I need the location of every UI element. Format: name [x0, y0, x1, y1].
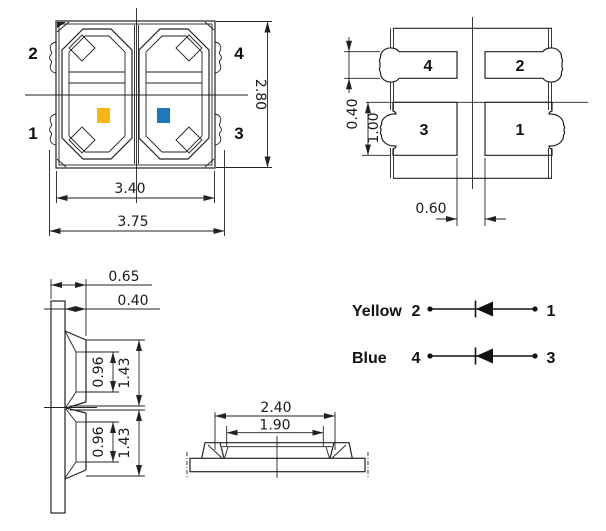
- elevation-right-cap: [329, 442, 353, 459]
- elevation-left-cap: [201, 442, 225, 459]
- bond-diamond: [68, 126, 96, 154]
- dim-cup-top: 0.96 1.43: [70, 339, 145, 407]
- pad-4: [378, 47, 458, 83]
- diode-triangle: [476, 348, 493, 364]
- circuit-pin-right: 3: [547, 350, 556, 367]
- svg-text:1.00: 1.00: [366, 112, 382, 143]
- circuit-row-yellow: Yellow 2 1: [352, 300, 556, 320]
- pad-1: [484, 101, 566, 156]
- polarity-corner-mark: [57, 22, 66, 28]
- pad-3: [379, 101, 458, 156]
- pad-label-3: 3: [420, 122, 429, 139]
- side-body: [50, 300, 66, 514]
- right-cavity: [138, 28, 210, 160]
- svg-text:3.40: 3.40: [114, 181, 145, 197]
- node-dot: [532, 353, 538, 359]
- dim-cup-outer-width: 2.40: [214, 400, 336, 450]
- dim-center-gap: 0.60: [415, 158, 506, 226]
- terminal-tabs: [49, 41, 222, 146]
- front-pin-4: 4: [234, 44, 244, 63]
- package-body-outline: [55, 20, 216, 169]
- pad-label-2: 2: [516, 58, 525, 75]
- front-pin-3: 3: [234, 124, 243, 143]
- pad-label-4: 4: [424, 58, 433, 75]
- elevation-base: [189, 457, 366, 473]
- left-cavity: [61, 28, 133, 160]
- svg-text:0.40: 0.40: [345, 98, 361, 129]
- dim-body-width: 3.40: [56, 171, 215, 203]
- package-body-inner-line: [58, 23, 213, 166]
- blue-die: [157, 108, 170, 123]
- dim-cup-bottom: 0.96 1.43: [70, 409, 145, 477]
- svg-text:1.43: 1.43: [117, 427, 133, 458]
- circuit-row-blue: Blue 4 3: [352, 347, 556, 367]
- side-cups: [64, 330, 87, 480]
- pad-2: [484, 47, 564, 83]
- pad-layout-view: 4 2 3 1 0.40 1.00 0.60: [344, 17, 588, 226]
- dim-height: 2.80: [216, 21, 272, 168]
- diode-triangle: [476, 301, 493, 317]
- dim-total-depth: 0.65: [50, 269, 152, 336]
- dim-cup-inner-width: 1.90: [226, 418, 324, 447]
- svg-text:2.80: 2.80: [252, 79, 268, 110]
- front-pin-1: 1: [28, 124, 37, 143]
- bond-diamond: [175, 126, 203, 154]
- svg-text:2.40: 2.40: [260, 400, 291, 416]
- dim-overall-width: 3.75: [49, 150, 225, 236]
- svg-text:0.60: 0.60: [415, 201, 446, 217]
- dim-large-pad-height: 1.00: [362, 102, 390, 156]
- svg-text:1.43: 1.43: [117, 357, 133, 388]
- svg-text:0.96: 0.96: [91, 356, 107, 387]
- bond-diamond: [175, 34, 203, 62]
- svg-text:0.40: 0.40: [117, 293, 148, 309]
- circuit-pin-left: 2: [412, 303, 421, 320]
- svg-text:0.96: 0.96: [91, 426, 107, 457]
- node-dot: [532, 306, 538, 312]
- svg-text:3.75: 3.75: [117, 214, 148, 230]
- svg-text:1.90: 1.90: [259, 418, 290, 434]
- polarity-circuit: Yellow 2 1 Blue 4 3: [352, 300, 556, 367]
- front-view: 2 1 4 3 3.40 3.75 2.80: [25, 8, 272, 236]
- front-elevation-view: 2.40 1.90: [186, 400, 369, 478]
- elevation-plateau: [220, 442, 334, 459]
- dim-body-depth: 0.40: [44, 293, 160, 312]
- front-pin-2: 2: [28, 44, 37, 63]
- svg-text:0.65: 0.65: [108, 269, 139, 285]
- pad-label-1: 1: [516, 122, 525, 139]
- dim-small-pad-height: 0.40: [344, 37, 380, 130]
- circuit-pin-left: 4: [412, 350, 421, 367]
- side-view: 0.65 0.40 0.96 1.43 0.96 1.: [44, 269, 160, 514]
- circuit-label-blue: Blue: [352, 350, 387, 367]
- circuit-label-yellow: Yellow: [352, 303, 402, 320]
- yellow-die: [97, 108, 110, 123]
- circuit-pin-right: 1: [547, 303, 556, 320]
- bond-diamond: [68, 34, 96, 62]
